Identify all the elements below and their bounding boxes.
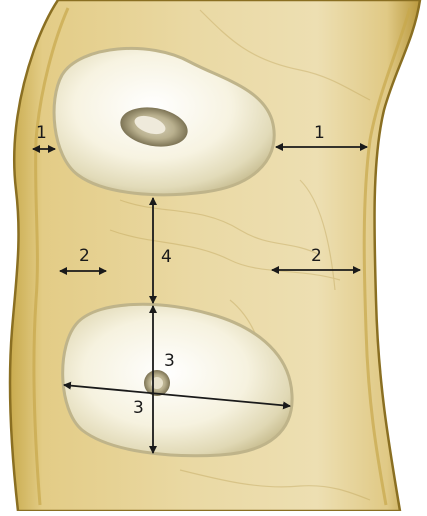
label-lower-horizontal: 3 xyxy=(133,398,144,418)
label-lower-vertical: 3 xyxy=(164,351,175,371)
label-vertical-gap: 4 xyxy=(161,247,172,267)
label-left-mid: 2 xyxy=(79,246,90,266)
label-left-upper: 1 xyxy=(36,123,47,143)
label-right-mid: 2 xyxy=(311,246,322,266)
label-right-upper: 1 xyxy=(314,123,325,143)
